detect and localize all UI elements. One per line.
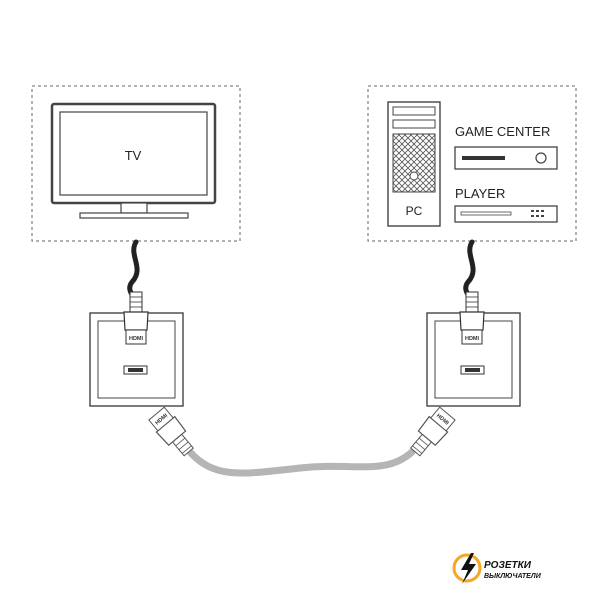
brand-logo: РОЗЕТКИ ВЫКЛЮЧАТЕЛИ bbox=[452, 553, 542, 584]
hdmi-label: HDMI bbox=[129, 336, 144, 342]
player-label: PLAYER bbox=[455, 186, 505, 201]
tv-hdmi-plug: HDMI bbox=[123, 291, 149, 345]
gray-hdmi-cable bbox=[186, 448, 416, 477]
hdmi-port-icon bbox=[460, 365, 485, 375]
tv-dashed-frame bbox=[31, 85, 241, 242]
brand-line-2: ВЫКЛЮЧАТЕЛИ bbox=[484, 573, 542, 580]
pc-label: PC bbox=[406, 204, 423, 218]
game-center-label: GAME CENTER bbox=[455, 124, 550, 139]
pc-group: PC GAME CENTER PLAYER bbox=[367, 85, 577, 242]
hdmi-port-icon bbox=[123, 365, 148, 375]
lightning-icon bbox=[452, 553, 482, 583]
tv-icon bbox=[50, 102, 217, 219]
right-loose-hdmi-plug: HDMI bbox=[409, 406, 456, 457]
game-console-icon bbox=[454, 146, 558, 170]
hdmi-label: HDMI bbox=[465, 336, 480, 342]
tv-label: TV bbox=[125, 148, 142, 163]
pc-hdmi-plug: HDMI bbox=[459, 291, 485, 345]
brand-line-1: РОЗЕТКИ bbox=[484, 560, 532, 571]
tv-group: TV bbox=[31, 85, 241, 242]
left-loose-hdmi-plug: HDMI bbox=[148, 406, 195, 457]
pc-tower-icon bbox=[387, 101, 441, 227]
media-player-icon bbox=[454, 205, 558, 223]
pc-dashed-frame bbox=[367, 85, 577, 242]
